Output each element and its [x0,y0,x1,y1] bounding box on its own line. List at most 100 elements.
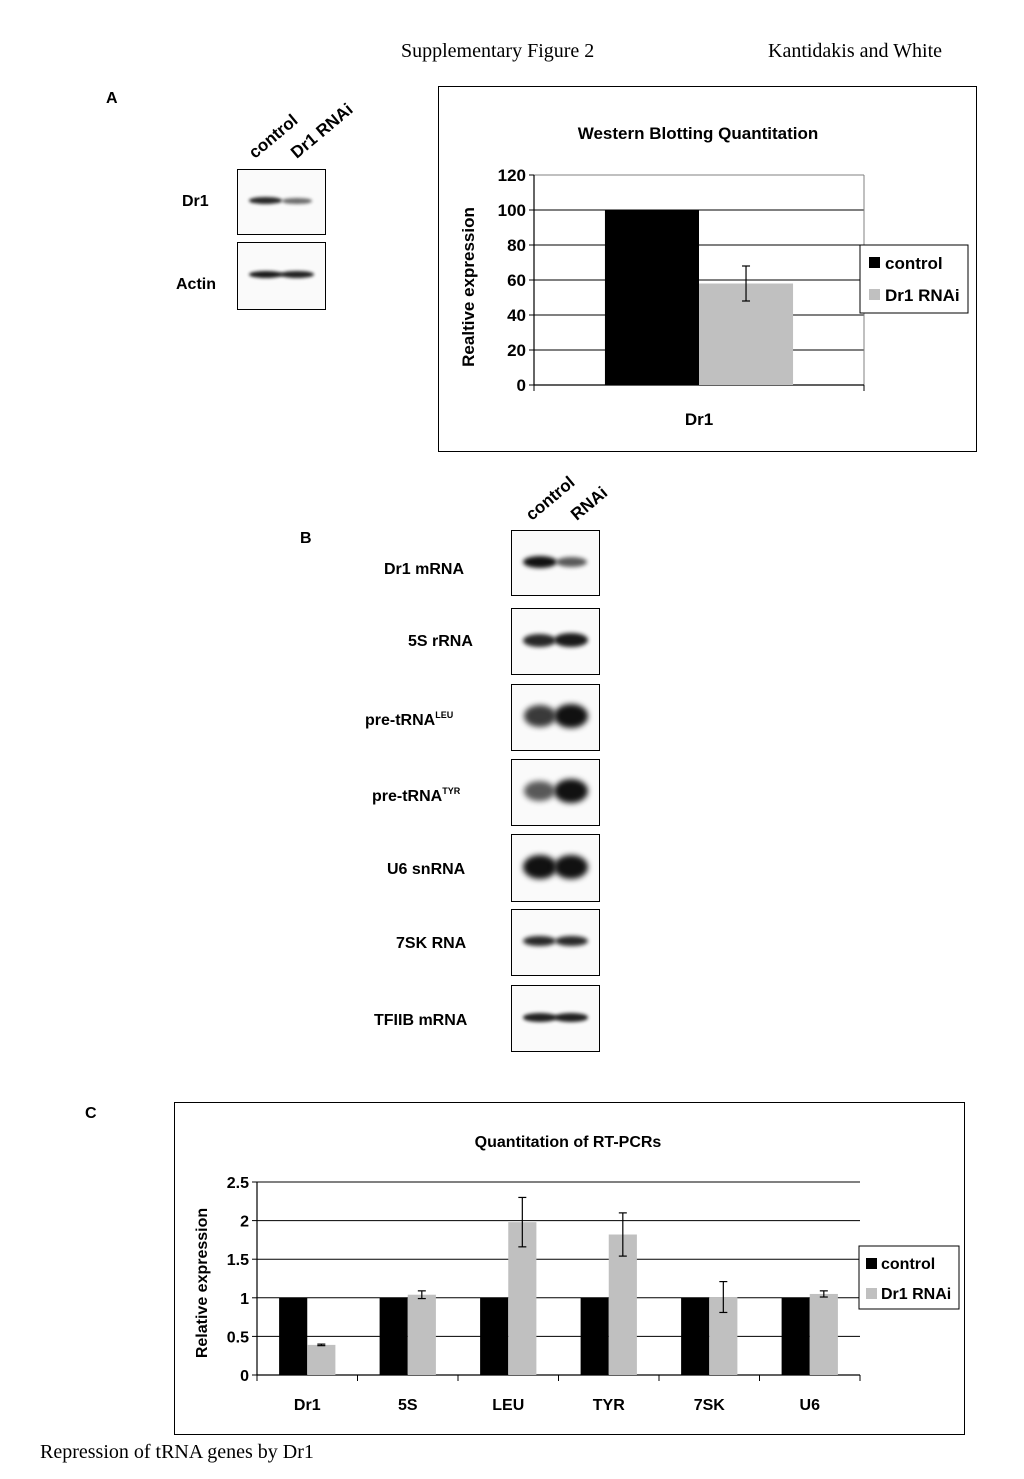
blot-band [524,781,556,802]
x-category-label: LEU [492,1397,524,1414]
legend-swatch-control [866,1258,877,1269]
panel-a-blot-label-actin: Actin [176,276,216,293]
blot-label-text: 7SK RNA [396,935,467,952]
panel-b-blot-u6-snrna [511,834,600,902]
figure-authors: Kantidakis and White [768,40,943,62]
blot-band [249,197,283,205]
panel-b-label-pre-trna-tyr: pre-tRNATYR [372,786,460,806]
figure-caption: Repression of tRNA genes by Dr1 [40,1441,314,1463]
rtpcr-chart: Quantitation of RT-PCRs Relative express… [194,1134,960,1414]
blot-label-text: pre-tRNA [372,788,443,805]
western-chart-legend: control Dr1 RNAi [859,244,969,314]
blot-band [523,1012,557,1022]
blot-band [554,633,588,648]
bar-rnai [407,1294,436,1375]
blot-label-text: U6 snRNA [387,861,466,878]
legend-swatch-rnai [866,1288,877,1299]
blot-label-sup: LEU [435,710,454,720]
figure-title: Supplementary Figure 2 [401,40,595,62]
rtpcr-chart-ylabel: Relative expression [194,1208,211,1358]
bar-control [781,1297,810,1375]
western-chart-xlabel: Dr1 [685,410,713,429]
rtpcr-chart-frame: Quantitation of RT-PCRs Relative express… [174,1102,965,1435]
bar-rnai [508,1222,537,1375]
y-tick-label: 2 [240,1214,249,1231]
bar-rnai [809,1293,838,1375]
bar-control [681,1297,710,1375]
blot-band [523,935,557,947]
y-tick-label: 0 [517,376,526,395]
blot-band [523,633,557,647]
rtpcr-chart-legend: control Dr1 RNAi [858,1245,960,1310]
western-chart-frame: Western Blotting Quantitation Realtive e… [438,86,977,452]
bar-control [379,1297,408,1375]
x-category-label: 7SK [694,1397,726,1414]
blot-band [281,197,313,204]
y-tick-label: 80 [507,236,526,255]
y-tick-label: 20 [507,341,526,360]
panel-b-label-tfiib-mrna: TFIIB mRNA [374,1012,467,1030]
y-tick-label: 40 [507,306,526,325]
western-chart-ylabel: Realtive expression [459,207,478,367]
legend-label-rnai: Dr1 RNAi [881,1286,951,1303]
panel-a-blot-label-dr1: Dr1 [182,193,209,210]
blot-label-text: 5S rRNA [408,633,473,650]
panel-b-blot-tfiib-mrna [511,985,600,1052]
blot-band [280,271,314,279]
x-category-label: TYR [593,1397,625,1414]
blot-band [554,854,589,879]
y-tick-label: 120 [498,166,526,185]
panel-a-blot-dr1 [237,169,326,235]
legend-label-rnai: Dr1 RNAi [885,286,960,305]
bar-control [580,1297,609,1375]
blot-band [554,779,589,804]
x-category-label: U6 [800,1397,821,1414]
panel-b-lane-control: control [522,472,579,525]
panel-b-blot-7sk-rna [511,909,600,976]
x-category-label: Dr1 [294,1397,321,1414]
y-tick-label: 1 [240,1291,249,1308]
panel-b-label-5s-rrna: 5S rRNA [408,633,473,651]
blot-band [554,935,588,947]
y-tick-label: 0.5 [227,1329,249,1346]
blot-label-sup: TYR [442,786,461,796]
bar-control [604,210,699,385]
western-chart-plot: 0 20 40 60 80 100 120 [498,166,865,395]
panel-a-lane-rnai: Dr1 RNAi [287,99,357,163]
y-tick-label: 1.5 [227,1252,249,1269]
legend-label-control: control [881,1256,935,1273]
rtpcr-chart-title: Quantitation of RT-PCRs [475,1134,662,1151]
panel-a-blot-actin [237,242,326,310]
western-blot-chart: Western Blotting Quantitation Realtive e… [459,124,969,429]
blot-band [555,556,587,567]
blot-band [554,704,589,729]
blot-label-text: Dr1 mRNA [384,561,465,578]
panel-b-blot-pre-trna-tyr [511,759,600,826]
panel-b-label-u6-snrna: U6 snRNA [387,861,465,879]
panel-b-blot-dr1-mrna [511,530,600,596]
panel-b-blot-pre-trna-leu [511,684,600,751]
legend-swatch-rnai [869,289,880,300]
legend-label-control: control [885,254,943,273]
panel-b-label-7sk-rna: 7SK RNA [396,935,466,953]
panel-b-label-pre-trna-leu: pre-tRNALEU [365,710,453,730]
blot-band [248,271,283,279]
y-tick-label: 100 [498,201,526,220]
panel-c-letter: C [85,1105,97,1122]
bar-control [279,1297,308,1375]
panel-b-letter: B [300,530,312,547]
blot-label-text: pre-tRNA [365,712,436,729]
bar-rnai [608,1234,637,1375]
blot-band [523,705,557,728]
y-tick-label: 60 [507,271,526,290]
bar-rnai [307,1344,336,1375]
legend-swatch-control [869,257,880,268]
blot-band [554,1012,588,1022]
y-tick-label: 2.5 [227,1175,249,1192]
panel-b-blot-5s-rrna [511,608,600,675]
blot-band [522,854,557,879]
panel-a-letter: A [106,90,118,107]
legend-frame [859,244,969,314]
panel-b-label-dr1-mrna: Dr1 mRNA [384,561,464,579]
